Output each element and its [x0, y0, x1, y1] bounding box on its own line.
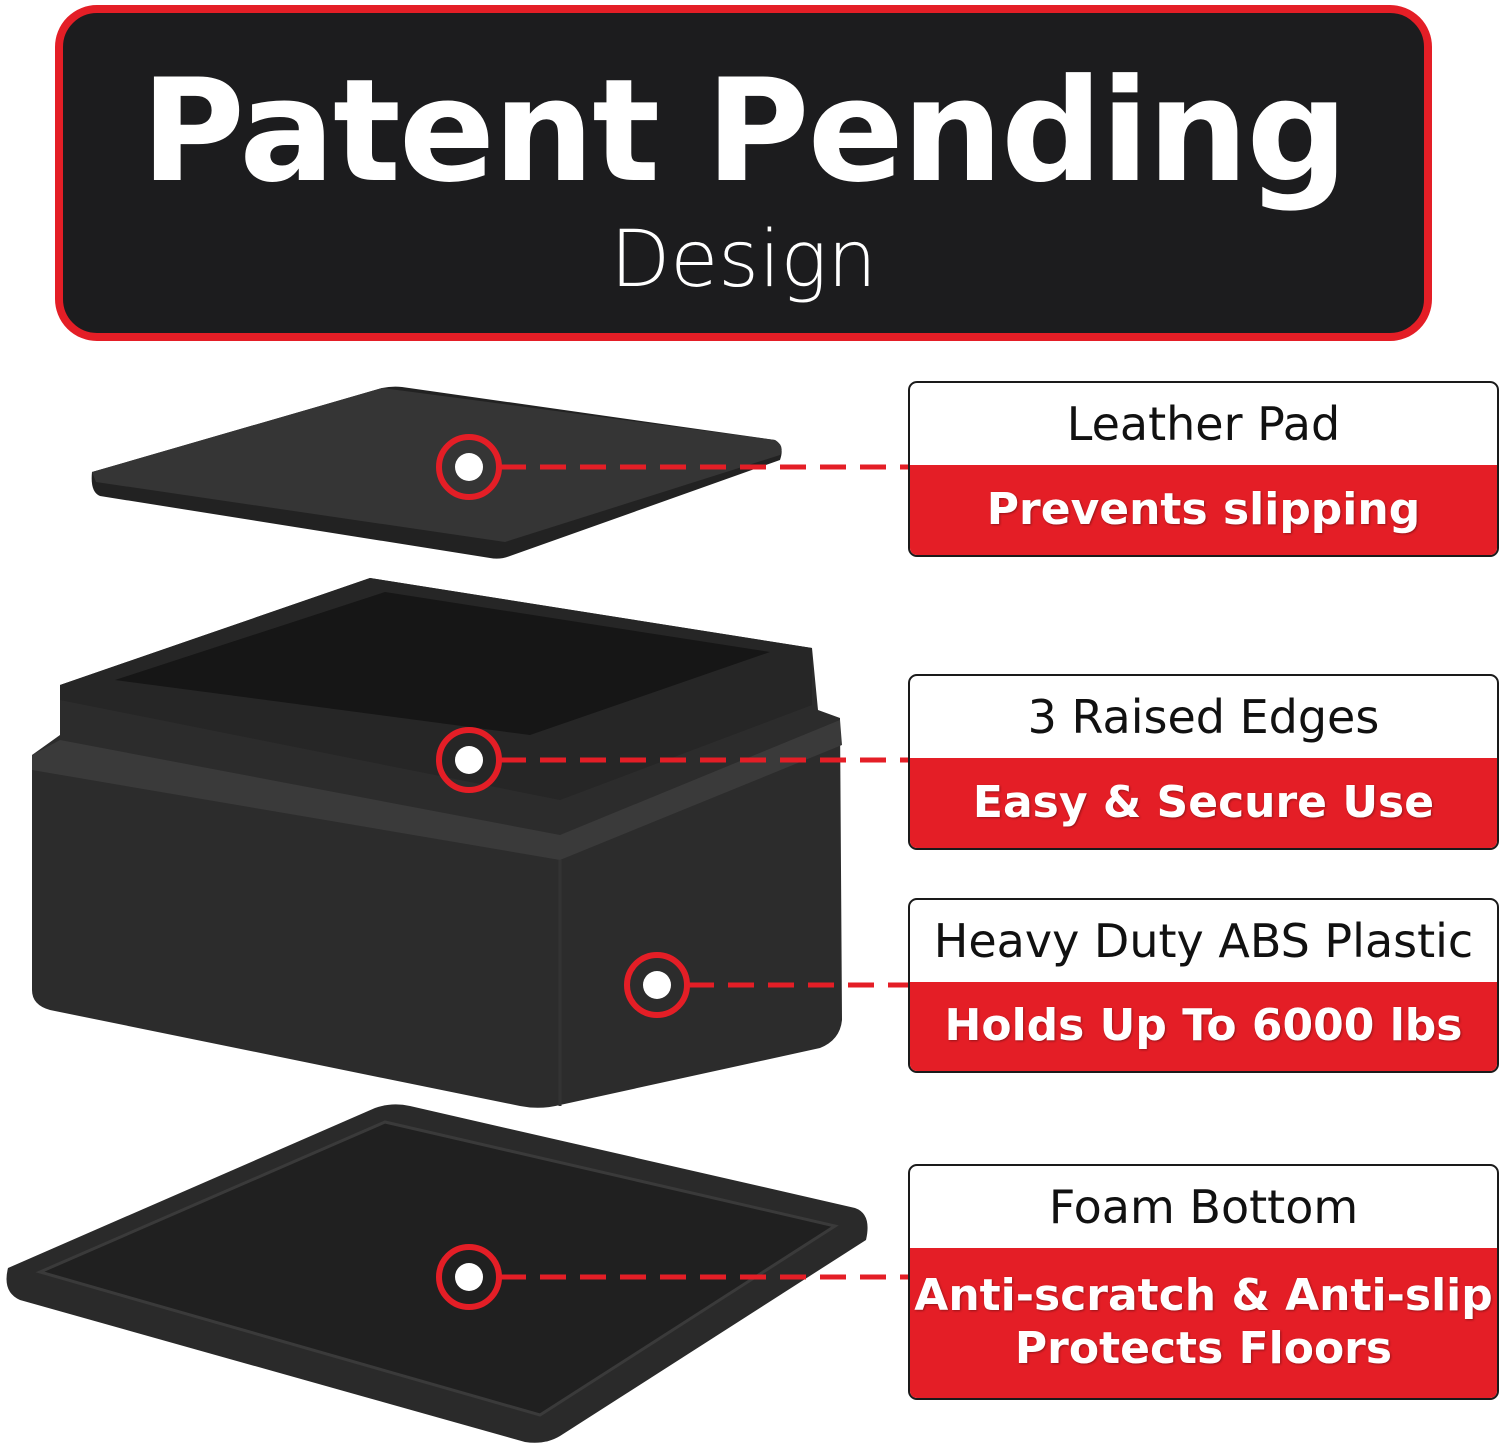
callout-leather-pad: Leather Pad Prevents slipping: [908, 381, 1499, 557]
callout-benefit: Holds Up To 6000 lbs: [910, 982, 1497, 1071]
marker-raised-edges: [436, 727, 908, 793]
marker-foam-bottom: [436, 1244, 908, 1310]
riser-box-image: [32, 578, 842, 1108]
page-title: Patent Pending: [140, 49, 1348, 214]
callout-benefit: Easy & Secure Use: [910, 758, 1497, 848]
callout-benefit-group: Anti-scratch & Anti-slip Protects Floors: [910, 1248, 1497, 1398]
callout-label: 3 Raised Edges: [1027, 690, 1380, 744]
callout-benefit: Prevents slipping: [910, 465, 1497, 555]
page-subtitle: Design: [610, 215, 877, 305]
callout-benefit: Anti-scratch & Anti-slip: [914, 1270, 1493, 1322]
callout-label: Leather Pad: [1066, 397, 1341, 451]
header-banner: Patent Pending Design: [55, 5, 1432, 341]
callout-foam-bottom: Foam Bottom Anti-scratch & Anti-slip Pro…: [908, 1164, 1499, 1400]
callout-abs-plastic: Heavy Duty ABS Plastic Holds Up To 6000 …: [908, 898, 1499, 1073]
callout-benefit-secondary: Protects Floors: [1014, 1323, 1393, 1374]
callout-label: Foam Bottom: [1048, 1180, 1359, 1234]
callout-raised-edges: 3 Raised Edges Easy & Secure Use: [908, 674, 1499, 850]
marker-leather-pad: [436, 434, 908, 500]
marker-abs-plastic: [624, 952, 908, 1018]
callout-label: Heavy Duty ABS Plastic: [933, 914, 1474, 968]
